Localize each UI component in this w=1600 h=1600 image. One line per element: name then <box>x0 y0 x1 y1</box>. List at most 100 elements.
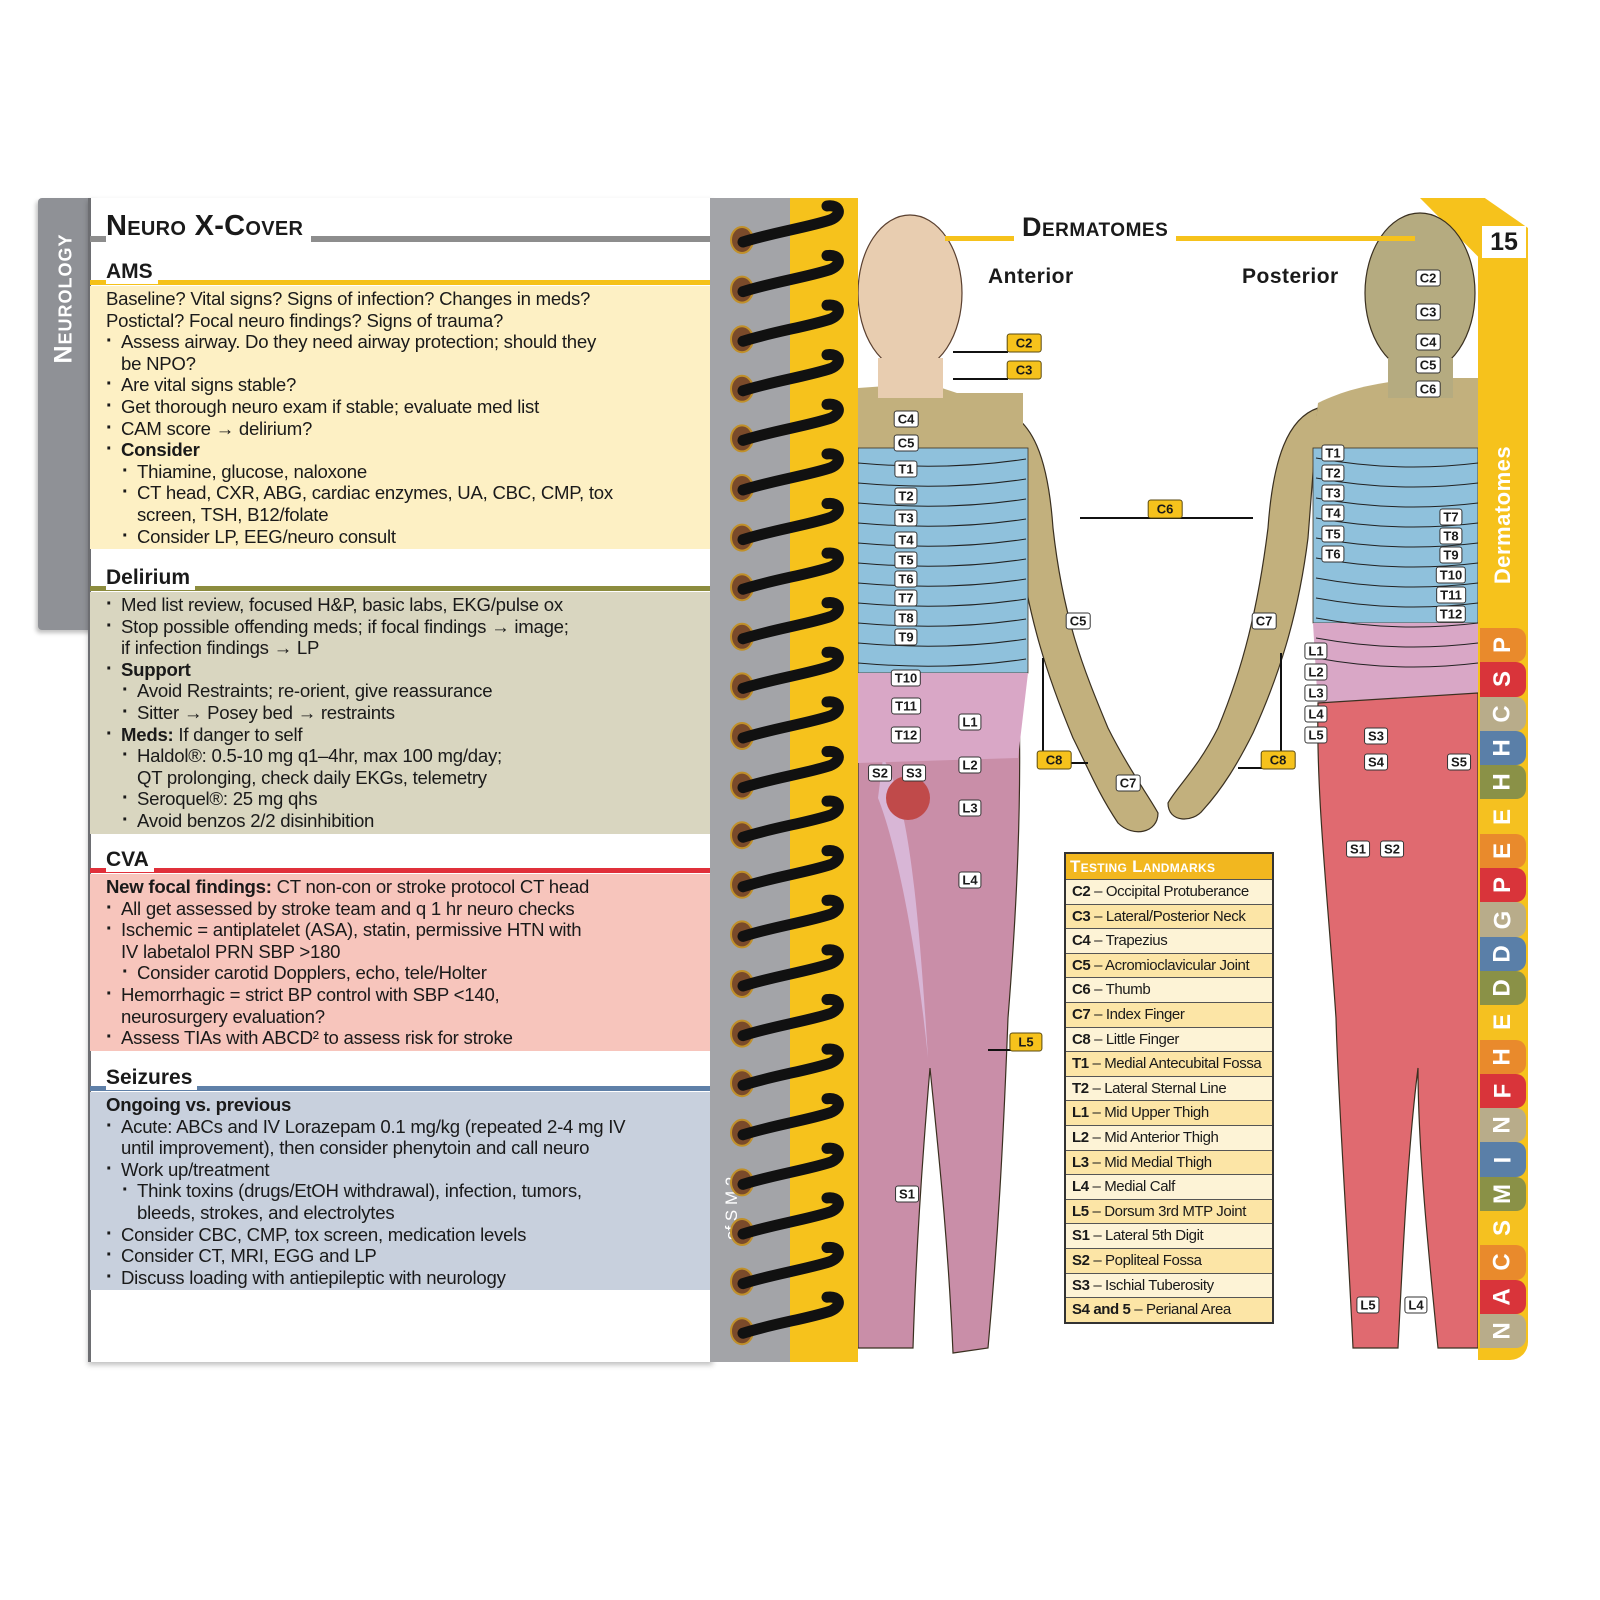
anterior-dermatome-marker: T11 <box>891 697 921 715</box>
index-tab[interactable]: C <box>1480 696 1526 731</box>
anterior-label: Anterior <box>988 265 1074 288</box>
index-tab-letter: C <box>1489 705 1516 723</box>
index-tab-letter: F <box>1488 1083 1516 1099</box>
spiral-coil <box>730 398 844 453</box>
posterior-dermatome-marker: S3 <box>1364 727 1388 745</box>
index-tab[interactable]: F <box>1480 1073 1526 1109</box>
anterior-neck-shoulder <box>858 393 1023 448</box>
index-tab[interactable]: I <box>1480 1142 1526 1177</box>
bullet: · <box>122 744 129 767</box>
index-tab[interactable]: N <box>1480 1313 1526 1349</box>
bullet: · <box>106 918 113 941</box>
posterior-dermatome-marker: L2 <box>1304 663 1328 681</box>
index-tab-letter: E <box>1488 842 1516 859</box>
landmark-row: S3 – Ischial Tuberosity <box>1066 1272 1272 1298</box>
landmark-desc: Occipital Protuberance <box>1105 883 1249 900</box>
index-tab-letter: N <box>1489 1322 1516 1340</box>
index-tab[interactable]: P <box>1480 628 1526 663</box>
text-line: if infection findings → LP <box>90 637 710 659</box>
index-tab[interactable]: H <box>1480 730 1526 766</box>
index-tab-dermatomes[interactable]: Dermatomes <box>1480 405 1526 625</box>
landmark-row: L3 – Mid Medial Thigh <box>1066 1149 1272 1175</box>
index-tab[interactable]: G <box>1480 902 1526 937</box>
landmark-dash: – <box>1088 1055 1105 1073</box>
text-line: ·Thiamine, glucose, naloxone <box>90 460 710 483</box>
page-number: 15 <box>1482 226 1526 258</box>
index-tab[interactable]: C <box>1480 1245 1526 1280</box>
text-line: ·Consider carotid Dopplers, echo, tele/H… <box>90 962 710 984</box>
landmark-desc: Index Finger <box>1105 1005 1185 1023</box>
text-line: · CAM score → delirium? <box>90 416 710 440</box>
posterior-dermatome-marker: C6 <box>1415 380 1441 398</box>
bold-lead: New focal findings: <box>106 876 272 897</box>
section-tab-label[interactable]: Neurology <box>38 198 90 398</box>
landmark-dash: – <box>1090 1030 1106 1048</box>
index-tab[interactable]: A <box>1480 1279 1526 1314</box>
text-line: ·Sitter → Posey bed → restraints <box>90 701 710 724</box>
index-tab[interactable]: P <box>1480 868 1526 903</box>
posterior-label: Posterior <box>1242 265 1339 288</box>
anterior-dermatome-marker: L1 <box>958 713 982 731</box>
bullet: · <box>106 416 113 439</box>
text-line: screen, TSH, B12/folate <box>90 504 710 526</box>
posterior-dermatome-marker: L1 <box>1304 642 1328 660</box>
line-text: Postictal? Focal neuro findings? Signs o… <box>106 309 504 331</box>
posterior-dermatome-marker: T1 <box>1321 444 1345 462</box>
anterior-dermatome-marker: T8 <box>894 609 918 627</box>
index-tab[interactable]: N <box>1480 1108 1526 1143</box>
index-tab-letter: G <box>1488 910 1516 929</box>
line-text: bleeds, strokes, and electrolytes <box>137 1201 395 1223</box>
bullet: · <box>122 679 129 702</box>
landmark-row: C4 – Trapezius <box>1066 928 1272 953</box>
line-text: Think toxins (drugs/EtOH withdrawal), in… <box>137 1180 582 1202</box>
spiral-coil <box>730 1142 844 1197</box>
title-rule <box>945 236 1415 241</box>
section-title: AMS <box>106 260 158 284</box>
landmark-row: S2 – Popliteal Fossa <box>1066 1247 1272 1273</box>
posterior-dermatome-marker: T12 <box>1435 605 1467 623</box>
index-tab[interactable]: H <box>1480 765 1526 800</box>
line-text: until improvement), then consider phenyt… <box>121 1137 590 1159</box>
posterior-dermatome-marker: C8 <box>1260 750 1296 770</box>
index-tab[interactable]: D <box>1480 970 1526 1006</box>
bold-lead: Meds: <box>121 723 174 745</box>
line-text: Work up/treatment <box>121 1158 270 1180</box>
text-line: Ongoing vs. previous <box>90 1094 710 1116</box>
line-text: Consider carotid Dopplers, echo, tele/Ho… <box>137 962 487 984</box>
bullet: · <box>106 1157 113 1180</box>
index-tab[interactable]: E <box>1480 833 1526 869</box>
line-text: CAM score → delirium? <box>121 417 313 439</box>
text-line: ·Think toxins (drugs/EtOH withdrawal), i… <box>90 1180 710 1202</box>
text-line: until improvement), then consider phenyt… <box>90 1137 710 1159</box>
anterior-dermatome-marker: C3 <box>1006 360 1042 380</box>
index-tab[interactable]: E <box>1480 799 1526 834</box>
line-text: Acute: ABCs and IV Lorazepam 0.1 mg/kg (… <box>121 1115 626 1137</box>
anterior-dermatome-marker: T1 <box>894 460 918 478</box>
spiral-coil <box>730 993 844 1048</box>
posterior-dermatome-marker: L5 <box>1304 726 1328 744</box>
index-tab[interactable]: S <box>1480 662 1526 697</box>
line-text: Consider CT, MRI, EGG and LP <box>121 1245 377 1267</box>
anterior-inner-thigh <box>878 758 928 1058</box>
text-line: ·Assess TIAs with ABCD² to assess risk f… <box>90 1027 710 1049</box>
landmark-desc: Trapezius <box>1105 932 1168 950</box>
anterior-dermatome-marker: T2 <box>894 487 918 505</box>
line-text: be NPO? <box>121 352 196 374</box>
text-line: ·Meds: If danger to self <box>90 723 710 746</box>
text-line: ·All get assessed by stroke team and q 1… <box>90 897 710 920</box>
anterior-dermatome-marker: L4 <box>958 871 982 889</box>
spiral-coil <box>730 299 844 354</box>
section-header: CVA <box>90 846 710 874</box>
index-tab[interactable]: M <box>1480 1176 1526 1212</box>
index-tab[interactable]: D <box>1480 936 1526 971</box>
text-line: ·Hemorrhagic = strict BP control with SB… <box>90 983 710 1006</box>
landmark-row: L1 – Mid Upper Thigh <box>1066 1100 1272 1125</box>
index-tab[interactable]: S <box>1480 1211 1526 1246</box>
landmark-desc: Lateral/Posterior Neck <box>1105 907 1246 925</box>
section-tab-text: Neurology <box>49 232 78 364</box>
index-tab[interactable]: E <box>1480 1005 1526 1040</box>
landmark-dash: – <box>1088 1178 1105 1196</box>
landmark-code: L4 <box>1072 1178 1089 1196</box>
index-tab[interactable]: H <box>1480 1039 1526 1074</box>
text-line: ·Acute: ABCs and IV Lorazepam 0.1 mg/kg … <box>90 1115 710 1138</box>
